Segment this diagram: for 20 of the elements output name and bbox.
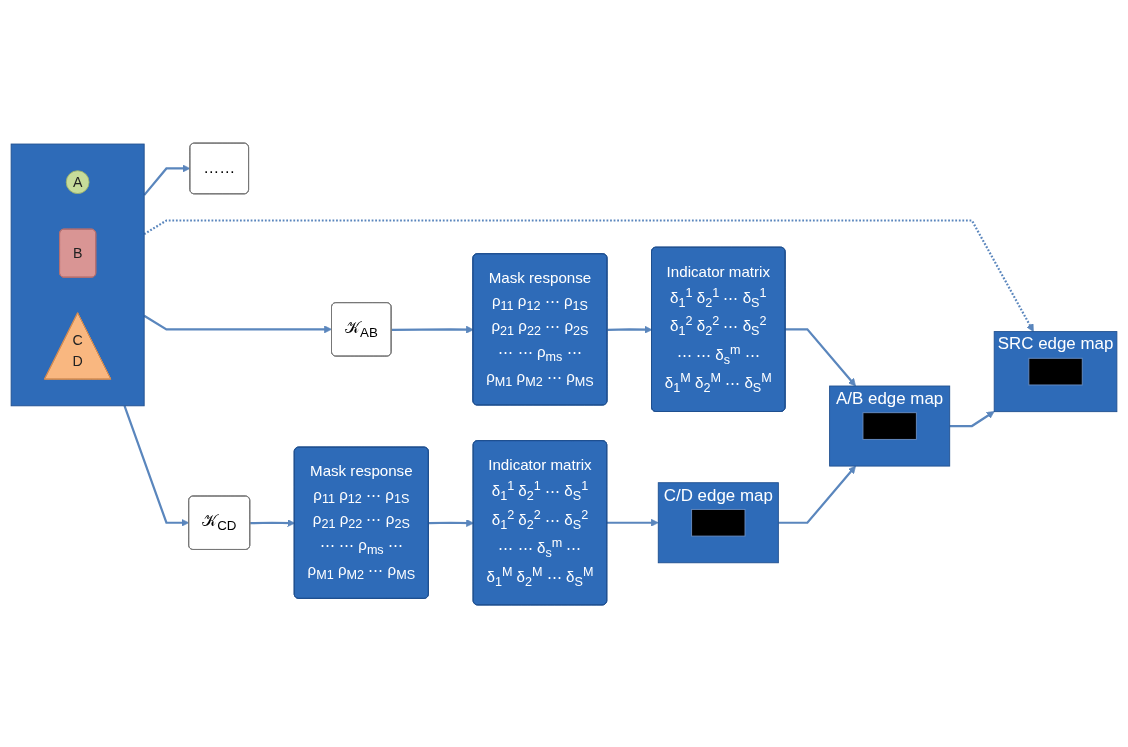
node-box xyxy=(862,411,917,440)
cluster: A/B edge map xyxy=(829,385,951,467)
node-box xyxy=(1028,357,1083,385)
node-box xyxy=(691,508,746,537)
node-circle: A xyxy=(65,169,90,194)
cluster xyxy=(10,143,145,406)
arrow xyxy=(606,518,659,527)
arrow xyxy=(428,518,474,527)
arrow xyxy=(250,518,296,527)
cluster: SRC edge map xyxy=(993,330,1118,412)
arrow xyxy=(143,164,191,196)
arrow xyxy=(143,218,1034,332)
arrow xyxy=(143,314,332,333)
arrow xyxy=(778,465,856,524)
arrow xyxy=(949,410,995,427)
arrow xyxy=(607,325,653,334)
arrow xyxy=(123,404,189,527)
arrow xyxy=(785,327,856,386)
arrow xyxy=(391,325,474,334)
cluster: C/D edge map xyxy=(657,481,779,563)
